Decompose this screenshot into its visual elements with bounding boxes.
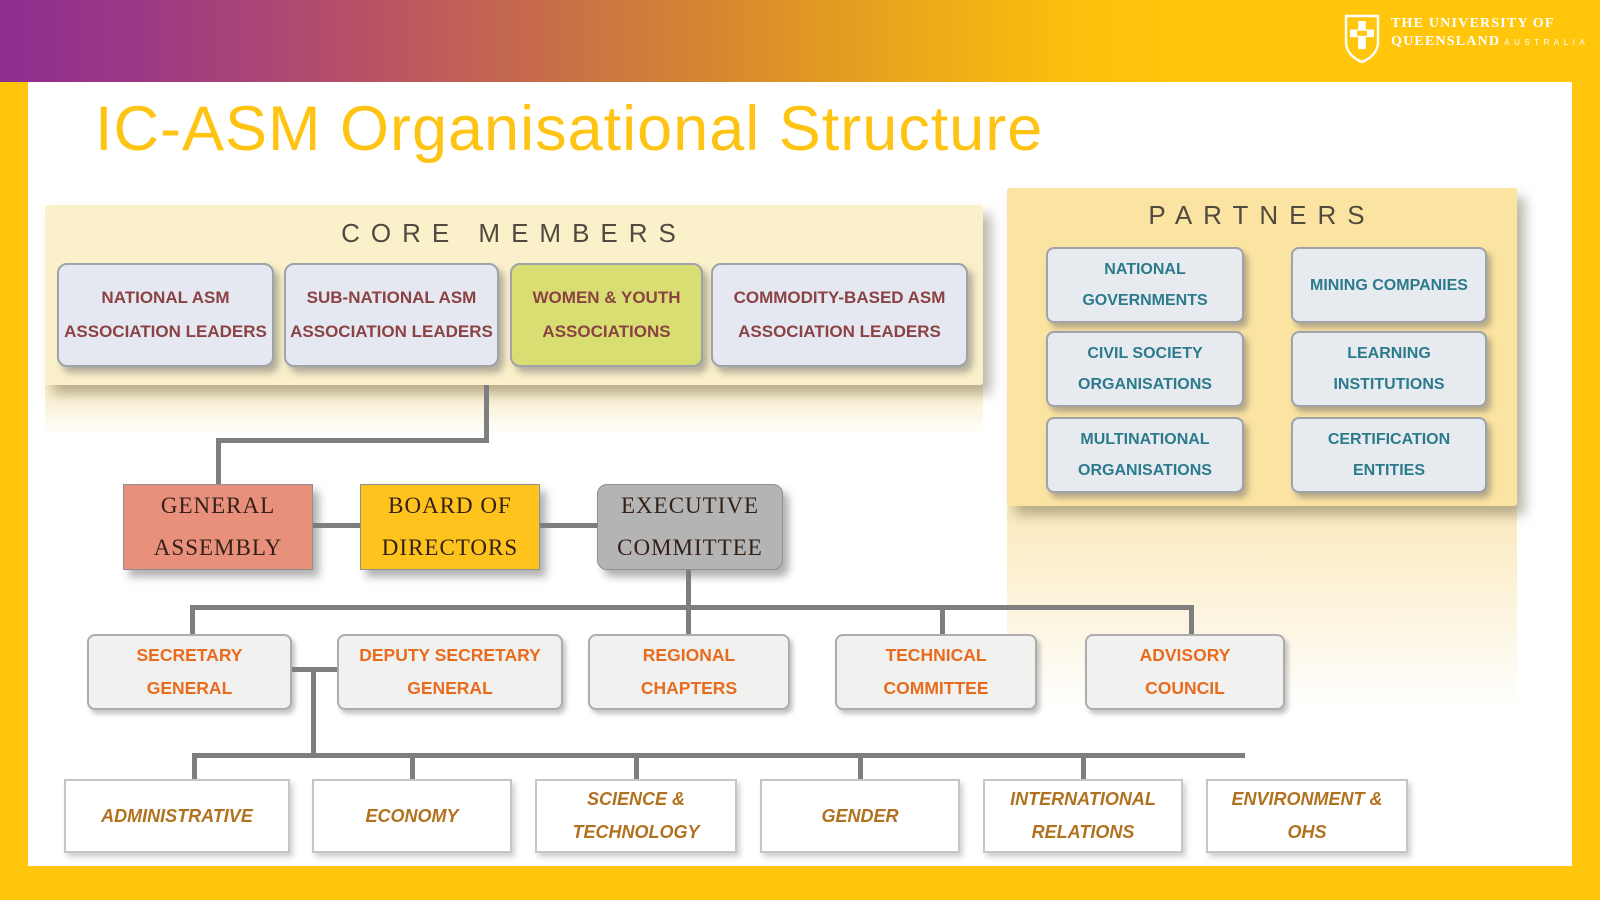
core-box-national-asm: NATIONAL ASM ASSOCIATION LEADERS bbox=[57, 263, 274, 367]
partner-box-label: LEARNING INSTITUTIONS bbox=[1333, 345, 1445, 393]
core-box-commodity-based-asm: COMMODITY-BASED ASM ASSOCIATION LEADERS bbox=[711, 263, 968, 367]
partner-box-label: CERTIFICATION ENTITIES bbox=[1327, 431, 1451, 479]
executive-body-label: SECRETARY GENERAL bbox=[136, 645, 243, 698]
executive-body-label: REGIONAL CHAPTERS bbox=[640, 645, 738, 698]
department-label: ECONOMY bbox=[365, 805, 459, 826]
department-label: ENVIRONMENT & OHS bbox=[1231, 789, 1383, 842]
uq-crest-icon bbox=[1344, 14, 1380, 64]
partner-box-mining-companies: MINING COMPANIES bbox=[1291, 247, 1487, 323]
university-logo-text: THE UNIVERSITY OF QUEENSLAND AUSTRALIA bbox=[1391, 14, 1600, 50]
partner-box-label: NATIONAL GOVERNMENTS bbox=[1082, 261, 1208, 309]
connector-stub-technical-committee bbox=[940, 605, 945, 634]
core-box-label: NATIONAL ASM ASSOCIATION LEADERS bbox=[64, 288, 267, 341]
partner-box-national-governments: NATIONAL GOVERNMENTS bbox=[1046, 247, 1244, 323]
connector-bod-ec bbox=[540, 523, 597, 528]
core-box-sub-national-asm: SUB-NATIONAL ASM ASSOCIATION LEADERS bbox=[284, 263, 499, 367]
connector-department-distribution bbox=[192, 753, 1245, 758]
board-of-directors-box: BOARD OF DIRECTORS bbox=[360, 484, 540, 570]
connector-stub-international-relations bbox=[1081, 753, 1086, 782]
partner-box-learning-institutions: LEARNING INSTITUTIONS bbox=[1291, 331, 1487, 407]
core-box-women-youth: WOMEN & YOUTH ASSOCIATIONS bbox=[510, 263, 703, 367]
connector-ga-bod bbox=[313, 523, 360, 528]
partner-box-certification-entities: CERTIFICATION ENTITIES bbox=[1291, 417, 1487, 493]
executive-body-label: TECHNICAL COMMITTEE bbox=[883, 645, 989, 698]
connector-ec-drop bbox=[686, 568, 691, 634]
header-gradient-bar bbox=[0, 0, 1600, 82]
international-relations-box: INTERNATIONAL RELATIONS bbox=[983, 779, 1183, 853]
general-assembly-box: GENERAL ASSEMBLY bbox=[123, 484, 313, 570]
connector-sg-drop bbox=[311, 667, 316, 758]
connector-stub-gender bbox=[858, 753, 863, 782]
university-name-line1: THE UNIVERSITY bbox=[1391, 16, 1529, 31]
connector-to-general-assembly bbox=[216, 438, 221, 484]
connector-core-drop bbox=[484, 385, 489, 438]
administrative-box: ADMINISTRATIVE bbox=[64, 779, 290, 853]
partner-box-label: MINING COMPANIES bbox=[1310, 276, 1468, 294]
executive-committee-label: EXECUTIVE COMMITTEE bbox=[617, 493, 763, 560]
environment-ohs-box: ENVIRONMENT & OHS bbox=[1206, 779, 1408, 853]
partner-box-label: MULTINATIONAL ORGANISATIONS bbox=[1078, 431, 1212, 479]
department-label: SCIENCE & TECHNOLOGY bbox=[572, 789, 700, 842]
executive-body-label: DEPUTY SECRETARY GENERAL bbox=[359, 645, 541, 698]
executive-body-label: ADVISORY COUNCIL bbox=[1139, 645, 1231, 698]
secretary-general-box: SECRETARY GENERAL bbox=[87, 634, 292, 710]
partners-heading: PARTNERS bbox=[1148, 200, 1376, 230]
core-box-label: COMMODITY-BASED ASM ASSOCIATION LEADERS bbox=[733, 288, 946, 341]
university-name-line2: OF QUEENSLAND bbox=[1391, 16, 1555, 49]
partner-box-label: CIVIL SOCIETY ORGANISATIONS bbox=[1078, 345, 1212, 393]
connector-stub-economy bbox=[410, 753, 415, 782]
science-technology-box: SCIENCE & TECHNOLOGY bbox=[535, 779, 737, 853]
page-title: IC-ASM Organisational Structure bbox=[95, 94, 1044, 164]
connector-stub-science-technology bbox=[634, 753, 639, 782]
department-label: GENDER bbox=[821, 805, 899, 826]
university-logo: THE UNIVERSITY OF QUEENSLAND AUSTRALIA bbox=[1344, 14, 1600, 64]
connector-stub-administrative bbox=[192, 753, 197, 782]
board-of-directors-label: BOARD OF DIRECTORS bbox=[381, 493, 519, 560]
department-label: ADMINISTRATIVE bbox=[101, 805, 253, 826]
regional-chapters-box: REGIONAL CHAPTERS bbox=[588, 634, 790, 710]
economy-box: ECONOMY bbox=[312, 779, 512, 853]
core-box-label: WOMEN & YOUTH ASSOCIATIONS bbox=[532, 288, 681, 341]
department-label: INTERNATIONAL RELATIONS bbox=[1010, 789, 1156, 842]
partner-box-multinational-organisations: MULTINATIONAL ORGANISATIONS bbox=[1046, 417, 1244, 493]
connector-stub-secretary-general bbox=[190, 605, 195, 634]
executive-committee-box: EXECUTIVE COMMITTEE bbox=[597, 484, 783, 570]
partner-box-civil-society: CIVIL SOCIETY ORGANISATIONS bbox=[1046, 331, 1244, 407]
core-box-label: SUB-NATIONAL ASM ASSOCIATION LEADERS bbox=[290, 288, 493, 341]
core-members-heading: CORE MEMBERS bbox=[341, 218, 687, 248]
gender-box: GENDER bbox=[760, 779, 960, 853]
connector-stub-advisory-council bbox=[1189, 605, 1194, 634]
connector-exec-distribution bbox=[190, 605, 1194, 610]
connector-core-horizontal bbox=[216, 438, 489, 443]
technical-committee-box: TECHNICAL COMMITTEE bbox=[835, 634, 1037, 710]
general-assembly-label: GENERAL ASSEMBLY bbox=[153, 493, 283, 560]
university-country: AUSTRALIA bbox=[1504, 38, 1590, 47]
deputy-secretary-general-box: DEPUTY SECRETARY GENERAL bbox=[337, 634, 563, 710]
advisory-council-box: ADVISORY COUNCIL bbox=[1085, 634, 1285, 710]
